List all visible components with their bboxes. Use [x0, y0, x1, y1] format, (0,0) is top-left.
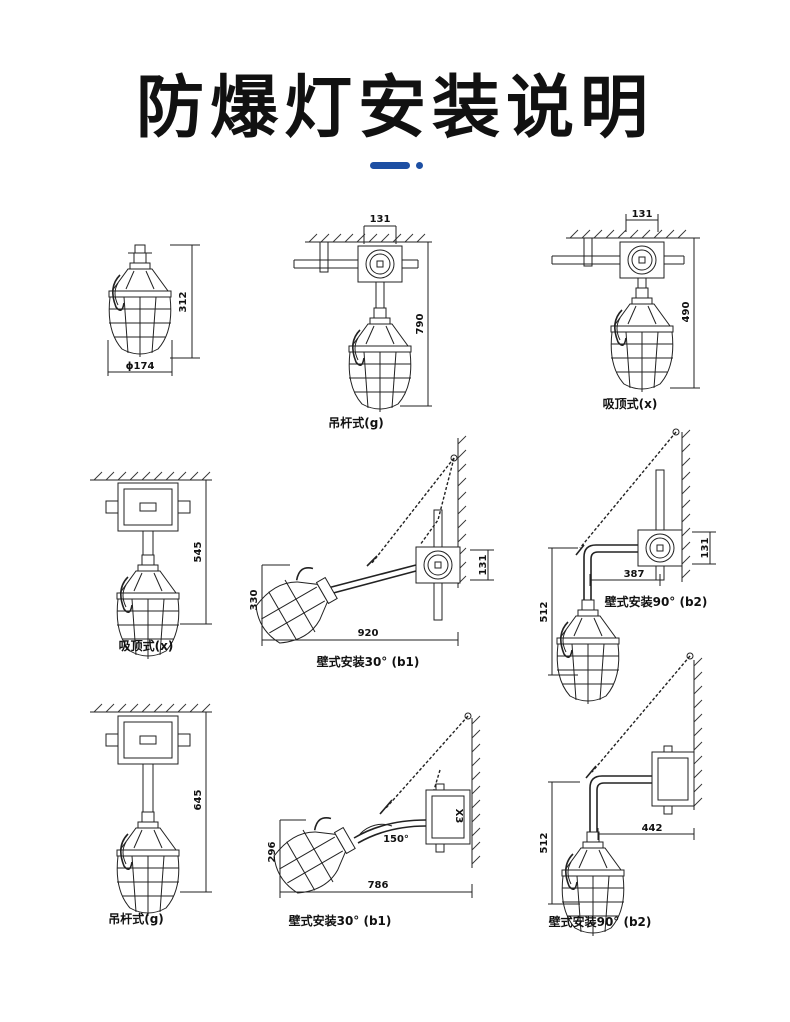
dim-d8-height: 296 — [267, 842, 278, 863]
dim-d8-width: 786 — [368, 880, 389, 891]
dim-d5-height: 330 — [249, 590, 260, 611]
diagram-wall-90-b2-middle: 387 131 512 壁式安装90° (b2) — [539, 428, 716, 705]
diagram-wall-30-b1-middle: 330 920 131 壁式安装30° (b1) — [249, 435, 494, 669]
accent-dash — [370, 162, 410, 169]
dim-d5-box: 131 — [478, 555, 489, 576]
dim-d4-height: 545 — [193, 542, 204, 563]
dim-d2-width: 131 — [370, 214, 391, 225]
accent-dot — [416, 162, 423, 169]
diagram-pendant-rod-g: 131 790 吊杆式(g) — [293, 214, 432, 430]
dim-d9-height: 512 — [539, 833, 550, 854]
dim-d1-width: ϕ174 — [126, 361, 155, 372]
title-accent — [0, 160, 790, 172]
dim-d6-height: 512 — [539, 602, 550, 623]
diagram-ceiling-x-top: 131 490 吸顶式(x) — [551, 209, 700, 411]
diagram-wall-30-b1-bottom: X3 150° 296 786 壁式安装30° (b1) — [267, 712, 481, 928]
caption-d4: 吸顶式(x) — [119, 638, 174, 653]
caption-d3: 吸顶式(x) — [603, 396, 658, 411]
caption-d6: 壁式安装90° (b2) — [605, 594, 708, 609]
label-d8-angle: 150° — [383, 834, 409, 845]
dim-d3-width: 131 — [632, 209, 653, 220]
page-title: 防爆灯安装说明 — [135, 69, 654, 148]
dim-d2-height: 790 — [415, 314, 426, 335]
diagram-wall-90-b2-bottom: 442 512 壁式安装90° (b2) — [539, 652, 703, 937]
diagram-pendant-g-square: 645 吊杆式(g) — [89, 703, 212, 926]
diagram-standard-lamp: 312 ϕ174 — [107, 244, 200, 376]
dim-d9-width: 442 — [642, 823, 663, 834]
label-d8-box: X3 — [453, 809, 464, 824]
diagram-ceiling-x-square: 545 吸顶式(x) — [89, 471, 212, 660]
caption-d7: 吊杆式(g) — [108, 911, 164, 926]
dim-d5-width: 920 — [358, 628, 379, 639]
dim-d3-height: 490 — [681, 302, 692, 323]
dim-d6-box: 131 — [700, 538, 711, 559]
caption-d5: 壁式安装30° (b1) — [317, 654, 420, 669]
dim-d7-height: 645 — [193, 790, 204, 811]
caption-d9: 壁式安装90° (b2) — [549, 914, 652, 929]
dim-d6-width: 387 — [624, 569, 645, 580]
caption-d2: 吊杆式(g) — [328, 415, 384, 430]
dim-d1-height: 312 — [178, 292, 189, 313]
caption-d8: 壁式安装30° (b1) — [289, 913, 392, 928]
